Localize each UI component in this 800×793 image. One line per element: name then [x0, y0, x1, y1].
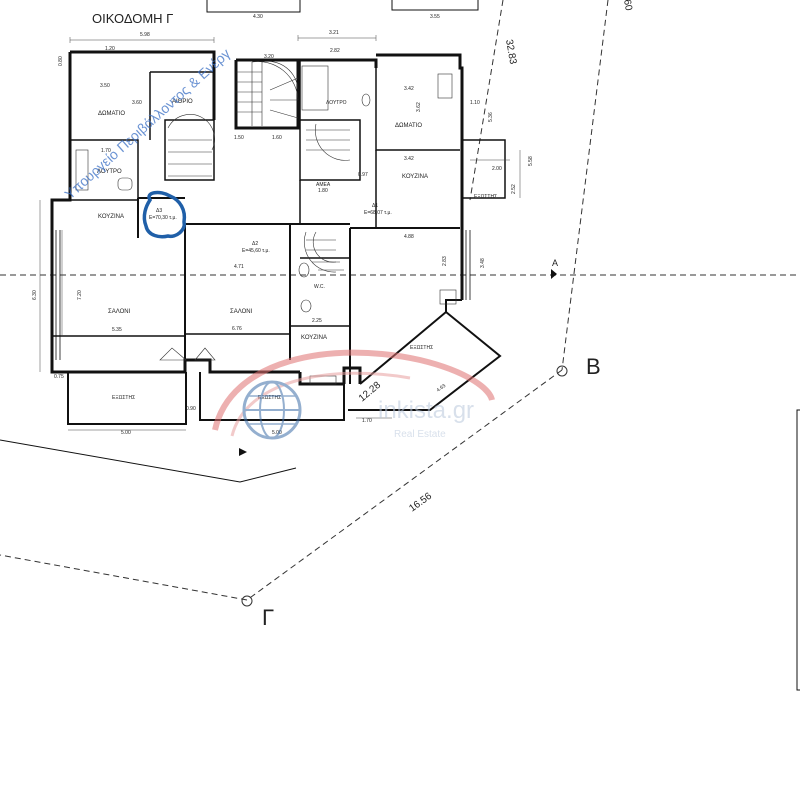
neighbour-line [0, 439, 297, 483]
room-label: ΑΙΘΡΙΟ [172, 99, 193, 105]
dimension-lines [39, 35, 521, 431]
room-label: ΚΟΥΖΙΝΑ [98, 214, 124, 220]
room-label: ΕΞΩΣΤΗΣ [474, 194, 497, 200]
room-label: ΕΞΩΣΤΗΣ [258, 395, 281, 401]
right-edge-building [796, 409, 800, 691]
room-labels: ΔΩΜΑΤΙΟ ΑΙΘΡΙΟ ΛΟΥΤΡΟ ΚΟΥΖΙΝΑ ΣΑΛΟΝΙ ΕΞΩ… [97, 99, 497, 401]
room-label: ΚΟΥΖΙΝΑ [301, 335, 327, 341]
room-label: ΛΟΥΤΡΟ [97, 169, 122, 175]
svg-text:3.48: 3.48 [480, 258, 486, 268]
svg-text:4.71: 4.71 [234, 264, 244, 270]
svg-text:1.70: 1.70 [101, 148, 111, 154]
svg-text:6.30: 6.30 [32, 290, 38, 300]
svg-text:6.76: 6.76 [232, 326, 242, 332]
staircase-left [167, 114, 215, 177]
watermark-sub: Real Estate [394, 429, 446, 440]
svg-text:4.30: 4.30 [253, 14, 263, 20]
svg-text:2.83: 2.83 [442, 256, 448, 266]
corner-g-marker [241, 595, 253, 607]
unit-labels: Δ3 Ε=70,30 τ.μ. Δ2 Ε=45,60 τ.μ. Δ1 Ε=68,… [149, 203, 392, 254]
plot-length-top: 60 [621, 0, 634, 12]
svg-text:4.63: 4.63 [436, 383, 448, 394]
svg-text:3.21: 3.21 [329, 30, 339, 36]
svg-text:1.50: 1.50 [234, 135, 244, 141]
svg-text:1.20: 1.20 [105, 46, 115, 52]
svg-text:2.82: 2.82 [330, 48, 340, 54]
room-label: ΕΞΩΣΤΗΣ [410, 345, 433, 351]
svg-text:0.75: 0.75 [54, 374, 64, 380]
unit-name: Δ1 [372, 203, 378, 209]
svg-text:3.62: 3.62 [416, 102, 422, 112]
room-label: W.C. [314, 284, 325, 290]
room-label: ΛΟΥΤΡΟ [326, 100, 347, 106]
svg-text:0.90: 0.90 [186, 406, 196, 412]
svg-text:0.97: 0.97 [358, 172, 368, 178]
svg-text:2.52: 2.52 [511, 184, 517, 194]
svg-text:0.80: 0.80 [58, 56, 64, 66]
corner-g-label: Γ [262, 605, 274, 630]
svg-text:3.42: 3.42 [404, 156, 414, 162]
room-label: ΣΑΛΟΝΙ [230, 309, 253, 315]
watermark: inkista.gr Real Estate [212, 349, 495, 440]
svg-text:3.50: 3.50 [100, 83, 110, 89]
neighbour-building-top: 4.30 3.55 [206, 0, 479, 20]
svg-text:3.42: 3.42 [404, 86, 414, 92]
plan-title: ΟΙΚΟΔΟΜΗ Γ [92, 11, 173, 26]
svg-text:5.98: 5.98 [140, 32, 150, 38]
svg-text:2.00: 2.00 [492, 166, 502, 172]
section-a-label: Α [552, 258, 558, 268]
room-label: ΑΜΕΑ [316, 182, 331, 188]
svg-text:5.35: 5.35 [112, 327, 122, 333]
svg-text:5.36: 5.36 [488, 112, 494, 122]
room-label: ΚΟΥΖΙΝΑ [402, 174, 428, 180]
corner-b-label: Β [586, 354, 601, 379]
staircase-top [236, 61, 299, 126]
unit-area: Ε=68,07 τ.μ. [364, 210, 392, 216]
watermark-brand: inkista.gr [378, 397, 474, 424]
plot-length-bottom: 16.56 [407, 491, 434, 515]
svg-text:1.70: 1.70 [362, 418, 372, 424]
room-label: ΕΞΩΣΤΗΣ [112, 395, 135, 401]
room-label: ΔΩΜΑΤΙΟ [395, 123, 422, 129]
staircase-center [303, 123, 351, 273]
svg-text:3.55: 3.55 [430, 14, 440, 20]
svg-text:3.20: 3.20 [264, 54, 274, 60]
room-label: ΣΑΛΟΝΙ [108, 309, 131, 315]
svg-text:1.60: 1.60 [272, 135, 282, 141]
dimension-values: 5.98 1.20 0.80 3.20 3.21 2.82 3.50 3.60 … [32, 30, 534, 436]
svg-text:5.00: 5.00 [121, 430, 131, 436]
highlight-circle [142, 190, 187, 239]
svg-text:4.88: 4.88 [404, 234, 414, 240]
ministry-stamp-text: Υπουργείο Περιβάλλοντος & Ενέργ [61, 45, 233, 202]
unit-name: Δ2 [252, 241, 258, 247]
fixtures [75, 65, 457, 385]
unit-area: Ε=70,30 τ.μ. [149, 215, 177, 221]
svg-text:5.58: 5.58 [528, 156, 534, 166]
svg-text:1.80: 1.80 [318, 188, 328, 194]
building-walls [50, 50, 506, 425]
svg-text:5.00: 5.00 [272, 430, 282, 436]
plot-boundary: Β Γ Α 16.56 32.83 12.28 60 [0, 0, 800, 630]
svg-text:7.20: 7.20 [77, 290, 83, 300]
corner-b-marker [556, 365, 568, 377]
section-a-arrow [551, 269, 557, 279]
unit-name: Δ3 [156, 208, 162, 214]
svg-text:1.10: 1.10 [470, 100, 480, 106]
unit-area: Ε=45,60 τ.μ. [242, 248, 270, 254]
plot-length-right: 32.83 [503, 39, 518, 66]
svg-text:3.60: 3.60 [132, 100, 142, 106]
svg-text:2.25: 2.25 [312, 318, 322, 324]
room-label: ΔΩΜΑΤΙΟ [98, 111, 125, 117]
